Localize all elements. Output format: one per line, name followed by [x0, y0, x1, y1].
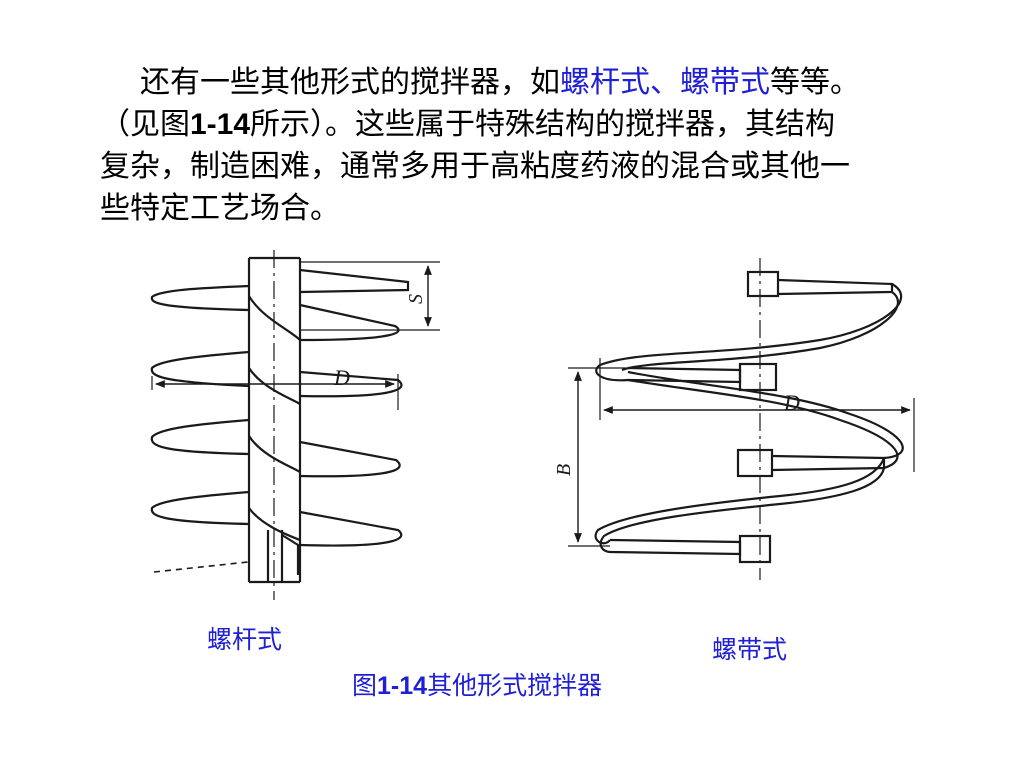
label-d-screw: D — [333, 365, 350, 390]
screw-agitator-drawing — [150, 250, 440, 600]
paragraph-line-4: 些特定工艺场合。 — [100, 191, 340, 226]
figure-caption-prefix: 图 — [352, 671, 378, 700]
label-b: B — [553, 464, 575, 476]
figure-caption-number: 1-14 — [377, 672, 428, 700]
paragraph-line-1: 还有一些其他形式的搅拌器，如螺杆式、螺带式等等。 — [100, 62, 960, 104]
line2-tail: 所示）。这些属于特殊结构的搅拌器，其结构 — [250, 107, 836, 142]
ribbon-caption: 螺带式 — [712, 635, 788, 664]
figure-caption: 图1-14其他形式搅拌器 — [352, 666, 602, 702]
screw-caption: 螺杆式 — [207, 625, 283, 654]
figure-reference: 1-14 — [190, 108, 251, 141]
body-paragraph: 还有一些其他形式的搅拌器，如螺杆式、螺带式等等。 （见图1-14所示）。这些属于… — [100, 62, 960, 230]
line1-text: 还有一些其他形式的搅拌器，如 — [140, 65, 560, 100]
line2-text: （见图 — [100, 107, 190, 142]
paragraph-line-3: 复杂，制造困难，通常多用于高粘度药液的混合或其他一 — [100, 149, 850, 184]
label-s: S — [405, 294, 427, 304]
ribbon-agitator-drawing — [568, 258, 915, 580]
figure-caption-text: 其他形式搅拌器 — [427, 671, 603, 700]
label-d-ribbon: D — [783, 390, 800, 415]
paragraph-line-2: （见图1-14所示）。这些属于特殊结构的搅拌器，其结构 — [100, 104, 960, 146]
highlighted-terms: 螺杆式、螺带式 — [560, 65, 770, 100]
line1-tail: 等等。 — [770, 65, 860, 100]
